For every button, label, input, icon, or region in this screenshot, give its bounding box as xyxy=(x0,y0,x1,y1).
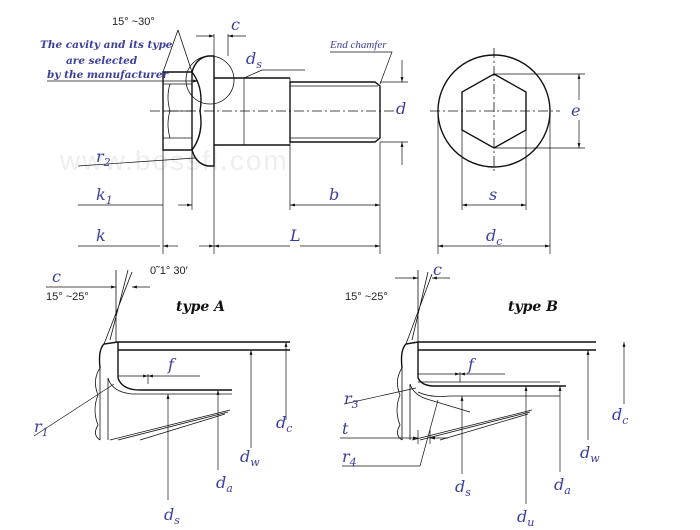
cavity-note-line3: by the manufacturer xyxy=(47,69,170,81)
type-b-label-da: da xyxy=(554,475,571,497)
type-b-label-du: du xyxy=(517,507,534,529)
type-b-angle-flange: 15° ~25° xyxy=(345,291,388,303)
type-b-label-c: c xyxy=(433,260,442,279)
label-k1: k1 xyxy=(96,185,113,207)
end-chamfer-note: End chamfer xyxy=(329,39,387,51)
type-b-detail: type B 15° ~25° c f r3 t r4 xyxy=(340,260,628,529)
label-b: b xyxy=(329,185,339,204)
cavity-note-line2: are selected xyxy=(66,55,138,67)
type-b-label-f: f xyxy=(467,355,477,374)
head-angle-label: 15° ~30° xyxy=(112,16,155,28)
label-ds: ds xyxy=(246,49,262,71)
type-a-label-dw: dw xyxy=(240,447,260,469)
type-a-label-da: da xyxy=(216,473,233,495)
label-d: d xyxy=(396,99,406,118)
type-a-angle-bottom: 0˜1° 30′ xyxy=(150,265,188,277)
type-b-label-r4: r4 xyxy=(342,447,357,469)
type-b-label-t: t xyxy=(342,419,349,438)
label-e: e xyxy=(571,101,580,120)
type-b-label-r3: r3 xyxy=(344,389,359,411)
type-a-label-r1: r1 xyxy=(34,417,49,439)
type-a-detail: type A 0˜1° 30′ 15° ~25° c f r1 dc dw da xyxy=(33,265,292,527)
type-a-title: type A xyxy=(176,299,225,315)
type-a-label-ds: ds xyxy=(164,505,180,527)
type-a-angle-flange: 15° ~25° xyxy=(46,291,89,303)
cavity-note-line1: The cavity and its type xyxy=(40,39,173,51)
label-c: c xyxy=(231,15,240,34)
type-b-label-dc: dc xyxy=(612,405,628,427)
type-b-title: type B xyxy=(508,299,558,315)
type-b-label-dw: dw xyxy=(580,443,600,465)
type-a-label-dc: dc xyxy=(276,413,292,435)
label-k: k xyxy=(96,226,106,245)
type-a-label-c: c xyxy=(52,267,61,286)
label-dc-end: dc xyxy=(486,226,502,248)
bolt-end-view: e s dc xyxy=(430,48,585,254)
bolt-side-view: 15° ~30° c ds d End chamfer The cavity a… xyxy=(40,15,408,254)
type-b-label-ds: ds xyxy=(455,477,471,499)
label-L: L xyxy=(289,226,301,245)
label-r2: r2 xyxy=(96,147,111,169)
cavity-detail-circle xyxy=(185,55,235,105)
label-s: s xyxy=(489,185,497,204)
type-a-label-f: f xyxy=(167,355,177,374)
